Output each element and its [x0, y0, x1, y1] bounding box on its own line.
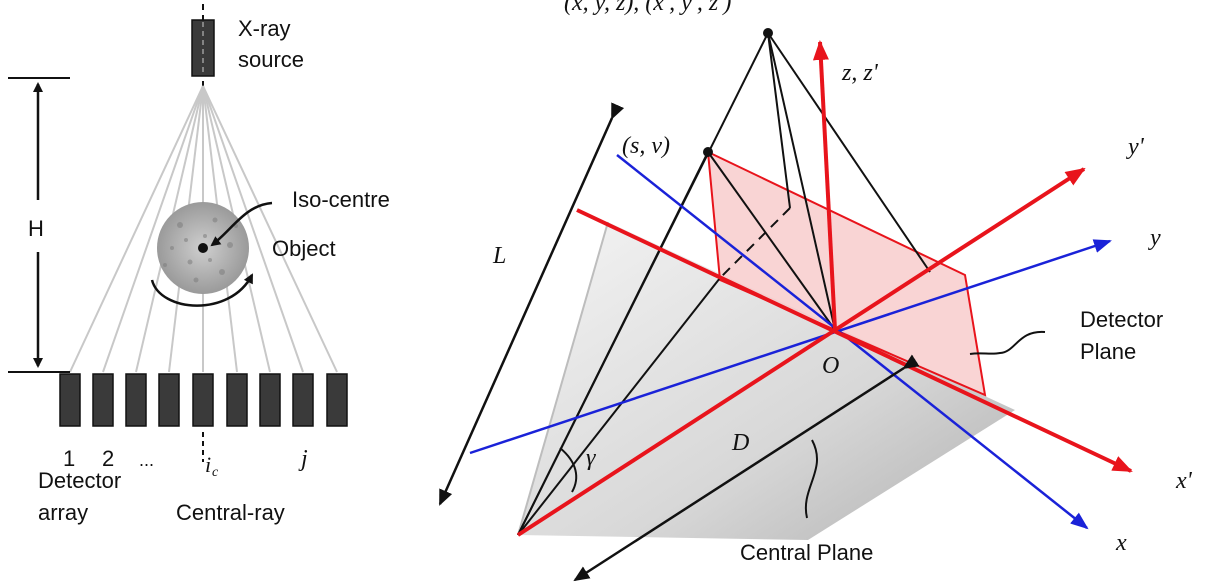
central-ray-label: Central-ray — [176, 500, 285, 525]
detector-array-label-line2: array — [38, 500, 88, 525]
projection-point-dot — [703, 147, 713, 157]
detector-number-1: 1 — [63, 446, 75, 471]
isocentre-label: Iso-centre — [292, 187, 390, 212]
x-prime-axis-label: x' — [1175, 468, 1193, 494]
source-point-dot — [763, 28, 773, 38]
gamma-label: γ — [586, 445, 596, 471]
origin-label: O — [822, 353, 839, 379]
central-plane-pointer — [804, 439, 818, 519]
source-point-label: (x, y, z), (x', y', z') — [564, 0, 731, 16]
detector-index-i: i — [205, 452, 211, 477]
xray-source-box — [191, 19, 215, 77]
detector-plane-pointer — [969, 330, 1046, 355]
L-label: L — [492, 243, 506, 269]
source-label-line1: X-ray — [238, 16, 291, 41]
projection-point-label: (s, v) — [622, 133, 670, 159]
z-axis — [812, 40, 837, 331]
detector-array-label-line1: Detector — [38, 468, 121, 493]
x-prime-axis — [576, 208, 1133, 473]
source-label-line2: source — [238, 47, 304, 72]
detector-ellipsis: ... — [139, 450, 154, 470]
D-dimension-arrow — [573, 354, 920, 582]
D-label: D — [731, 430, 749, 456]
detector-number-2: 2 — [102, 446, 114, 471]
detector-array — [59, 373, 348, 427]
detector-plane-label-line2: Plane — [1080, 339, 1136, 364]
right-panel: (x, y, z), (x', y', z') (s, v) z, z' y' … — [438, 0, 1193, 582]
x-axis-label: x — [1115, 530, 1127, 556]
z-axis-label: z, z' — [841, 60, 879, 86]
detector-index-subscript: c — [212, 465, 219, 480]
detector-plane — [706, 150, 987, 397]
object-label: Object — [272, 236, 336, 261]
rotation-arrow — [150, 273, 254, 307]
central-plane-label: Central Plane — [740, 540, 873, 565]
isocentre-dot — [198, 243, 208, 253]
object-texture — [163, 217, 238, 283]
isocentre-pointer — [210, 201, 273, 247]
y-prime-axis-label: y' — [1126, 134, 1145, 160]
detector-index-j: j — [298, 446, 308, 472]
left-panel: X-ray source H Iso-centre Object 1 2 ...… — [8, 4, 390, 525]
L-dimension-arrow — [438, 102, 625, 506]
height-label: H — [28, 216, 44, 241]
y-axis-label: y — [1148, 225, 1161, 251]
detector-plane-label-line1: Detector — [1080, 307, 1163, 332]
